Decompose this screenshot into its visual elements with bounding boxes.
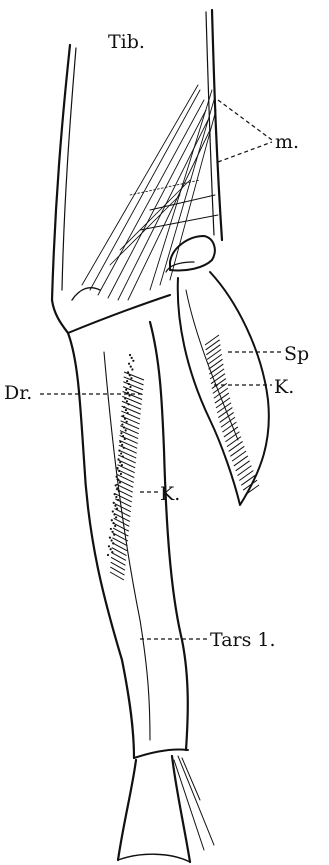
gland-dot <box>131 368 133 370</box>
gland-dot <box>110 548 112 550</box>
gland-dot <box>132 360 134 362</box>
label-muscles: m. <box>275 131 299 153</box>
hatch-stroke <box>236 461 250 471</box>
gland-dot <box>115 496 117 498</box>
gland-dot <box>113 502 115 504</box>
hatch-stroke <box>209 359 223 369</box>
gland-dot <box>111 519 113 521</box>
hatch-stroke <box>209 364 223 374</box>
hatch-stroke <box>245 485 259 495</box>
gland-dot <box>121 444 123 446</box>
gland-dot <box>109 537 111 539</box>
hatch-stroke <box>124 372 144 380</box>
hatch-stroke <box>205 335 219 345</box>
hatch-stroke <box>227 437 241 447</box>
gland-dot <box>111 531 113 533</box>
gland-dot <box>116 476 118 478</box>
gland-dot <box>120 452 122 454</box>
tibia <box>52 10 222 333</box>
hatch-stroke <box>225 432 239 442</box>
spur-comb <box>205 335 259 495</box>
gland-dot <box>107 554 109 556</box>
gland-dot <box>125 389 127 391</box>
gland-dot <box>120 432 122 434</box>
gland-dot <box>131 357 133 359</box>
gland-dot <box>130 365 132 367</box>
gland-dot <box>129 354 131 356</box>
hatch-stroke <box>216 398 230 408</box>
tarsus-2 <box>118 756 214 862</box>
hatch-stroke <box>230 446 244 456</box>
hatch-stroke <box>206 340 220 350</box>
hatch-stroke <box>207 350 221 360</box>
hatch-stroke <box>210 369 224 379</box>
gland-dot <box>129 386 131 388</box>
hatch-stroke <box>221 417 235 427</box>
label-comb-center: K. <box>160 483 180 505</box>
hatch-stroke <box>232 451 246 461</box>
gland-dot <box>110 528 112 530</box>
gland-dot <box>120 473 122 475</box>
spur <box>178 272 269 505</box>
hatch-stroke <box>237 466 251 476</box>
label-gland: Dr. <box>4 382 32 404</box>
tarsus-1 <box>68 322 188 758</box>
gland-dot <box>126 380 128 382</box>
hatch-stroke <box>215 393 229 403</box>
hatch-stroke <box>220 412 234 422</box>
gland-dot <box>116 467 118 469</box>
label-spur: Sp <box>284 343 309 365</box>
hatch-stroke <box>229 441 243 451</box>
hatch-stroke <box>234 456 248 466</box>
label-tibia: Tib. <box>108 31 145 53</box>
hatch-stroke <box>208 354 222 364</box>
gland-dot <box>108 545 110 547</box>
hatch-stroke <box>239 470 253 480</box>
gland-dot <box>125 409 127 411</box>
gland-dot <box>115 516 117 518</box>
gland-dot <box>114 525 116 527</box>
gland-dot <box>126 421 128 423</box>
gland-dot <box>130 377 132 379</box>
gland-dot <box>125 429 127 431</box>
label-comb-right: K. <box>274 376 294 398</box>
gland-dot <box>121 423 123 425</box>
hatch-stroke <box>217 403 231 413</box>
gland-dot <box>128 363 130 365</box>
gland-dot <box>126 400 128 402</box>
gland-dot <box>110 539 112 541</box>
label-tarsus: Tars 1. <box>210 629 276 651</box>
gland-dot <box>112 510 114 512</box>
hatch-stroke <box>206 345 220 355</box>
